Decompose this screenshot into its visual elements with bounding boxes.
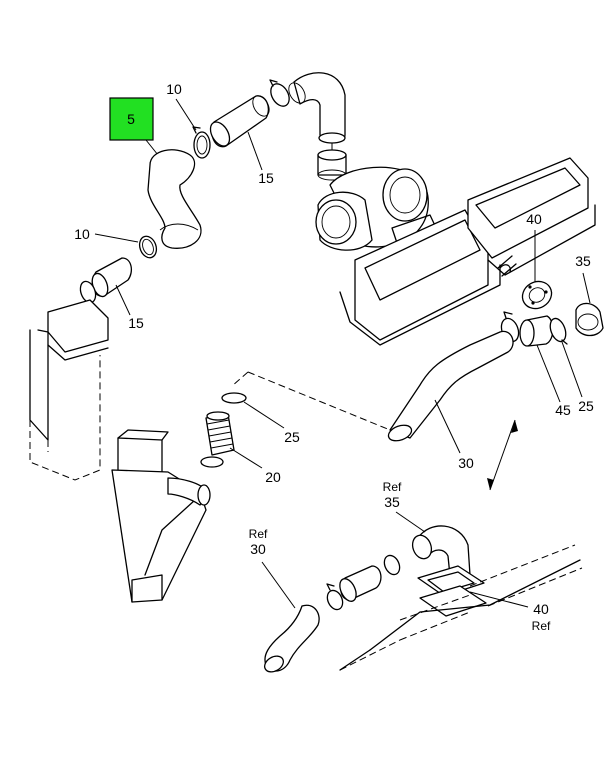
sleeve-15-lower	[79, 257, 133, 304]
cap-35	[575, 302, 604, 337]
inset-sleeve	[339, 565, 382, 602]
inset-frame-lines	[339, 544, 583, 671]
callout-40-upper: 40	[526, 211, 542, 227]
callout-30-main: 30	[458, 455, 474, 471]
bellows-20	[200, 411, 235, 468]
callout-5-label: 5	[127, 111, 135, 127]
hose-5	[147, 149, 202, 249]
callout-5[interactable]: 5	[109, 97, 154, 141]
callout-30-lower-ref: Ref	[249, 527, 268, 541]
callout-15-lower: 15	[128, 315, 144, 331]
double-arrow	[487, 419, 518, 491]
callout-20: 20	[265, 469, 281, 485]
clamp-10-upper	[192, 126, 211, 159]
callout-30-lower: 30	[250, 541, 266, 557]
inset-clamp-left	[326, 583, 344, 611]
inset-clamp-right	[383, 554, 401, 576]
callout-40-lower: 40	[533, 601, 549, 617]
callout-15-upper: 15	[258, 170, 274, 186]
callout-40-lower-ref: Ref	[532, 619, 551, 633]
charge-air-cooler	[29, 299, 109, 481]
callout-10-upper: 10	[166, 81, 182, 97]
engine-block	[339, 157, 596, 346]
callout-35-upper: 35	[575, 253, 591, 269]
gasket-25	[221, 392, 247, 404]
pipe-30	[387, 330, 514, 442]
callout-35-lower: 35	[384, 494, 400, 510]
sleeve-15-upper	[209, 95, 270, 148]
elbow-pipe-upper	[288, 72, 347, 181]
clamp-top-elbow	[269, 79, 290, 107]
callout-25-left: 25	[284, 429, 300, 445]
inset-pipe-30	[264, 604, 320, 673]
callout-45: 45	[555, 402, 571, 418]
flange-40	[521, 280, 553, 310]
callout-25-right: 25	[578, 398, 594, 414]
turbocharger	[315, 166, 439, 263]
callout-10-lower: 10	[74, 226, 90, 242]
clamp-10-lower	[138, 235, 158, 259]
callout-35-lower-ref: Ref	[383, 480, 402, 494]
lower-outlet	[111, 429, 211, 603]
